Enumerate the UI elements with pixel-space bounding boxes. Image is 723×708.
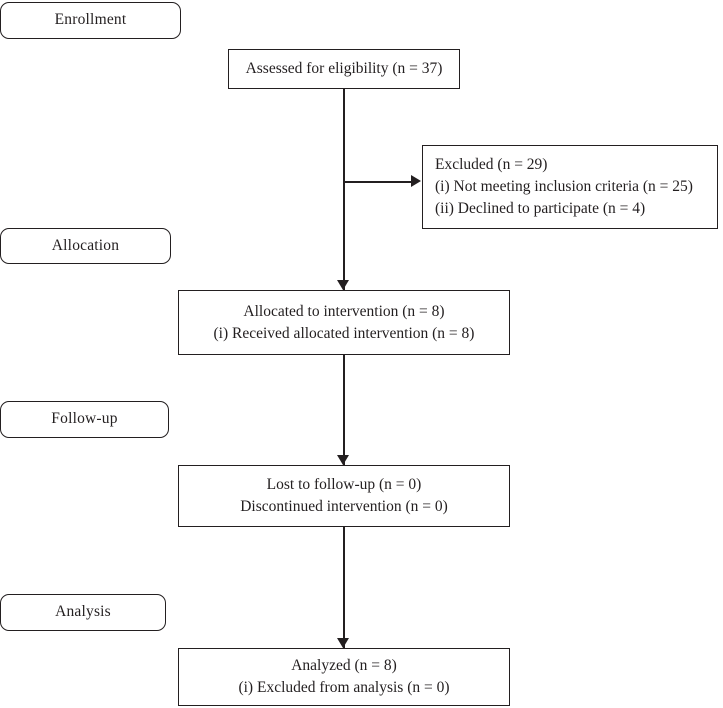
excluded-line-2: (i) Not meeting inclusion criteria (n = …: [435, 178, 693, 195]
excluded-line-1: Excluded (n = 29): [435, 156, 548, 173]
analyzed-box: Analyzed (n = 8) (i) Excluded from analy…: [178, 648, 510, 706]
analyzed-line-2: (i) Excluded from analysis (n = 0): [238, 679, 450, 696]
arrowhead-into-excluded: [411, 175, 421, 187]
connector-assessed-to-excluded: [343, 181, 412, 183]
stage-label-text: Follow-up: [51, 410, 118, 428]
allocated-line-2: (i) Received allocated intervention (n =…: [213, 324, 475, 342]
arrowhead-into-followup: [337, 455, 349, 465]
assessed-line-1: Assessed for eligibility (n = 37): [245, 60, 443, 77]
stage-label-enrollment: Enrollment: [0, 2, 181, 39]
stage-label-analysis: Analysis: [0, 594, 166, 631]
stage-label-follow-up: Follow-up: [0, 401, 169, 438]
stage-label-text: Enrollment: [54, 11, 127, 29]
followup-line-1: Lost to follow-up (n = 0): [266, 476, 422, 493]
stage-label-allocation: Allocation: [0, 228, 171, 264]
stage-label-text: Analysis: [55, 603, 111, 621]
excluded-box: Excluded (n = 29) (i) Not meeting inclus…: [422, 145, 718, 229]
excluded-line-3: (ii) Declined to participate (n = 4): [435, 200, 646, 217]
connector-followup-to-analyzed: [343, 527, 345, 648]
arrowhead-into-analyzed: [337, 638, 349, 648]
assessed-for-eligibility-box: Assessed for eligibility (n = 37): [228, 49, 460, 89]
arrowhead-into-allocated: [337, 280, 349, 290]
connector-allocated-to-followup: [343, 355, 345, 465]
lost-to-follow-up-box: Lost to follow-up (n = 0) Discontinued i…: [178, 465, 510, 527]
analyzed-line-1: Analyzed (n = 8): [291, 657, 397, 674]
allocated-to-intervention-box: Allocated to intervention (n = 8) (i) Re…: [178, 290, 510, 355]
followup-line-2: Discontinued intervention (n = 0): [240, 498, 448, 515]
allocated-line-1: Allocated to intervention (n = 8): [243, 302, 445, 320]
stage-label-text: Allocation: [51, 236, 120, 254]
connector-assessed-to-allocated: [343, 89, 345, 290]
